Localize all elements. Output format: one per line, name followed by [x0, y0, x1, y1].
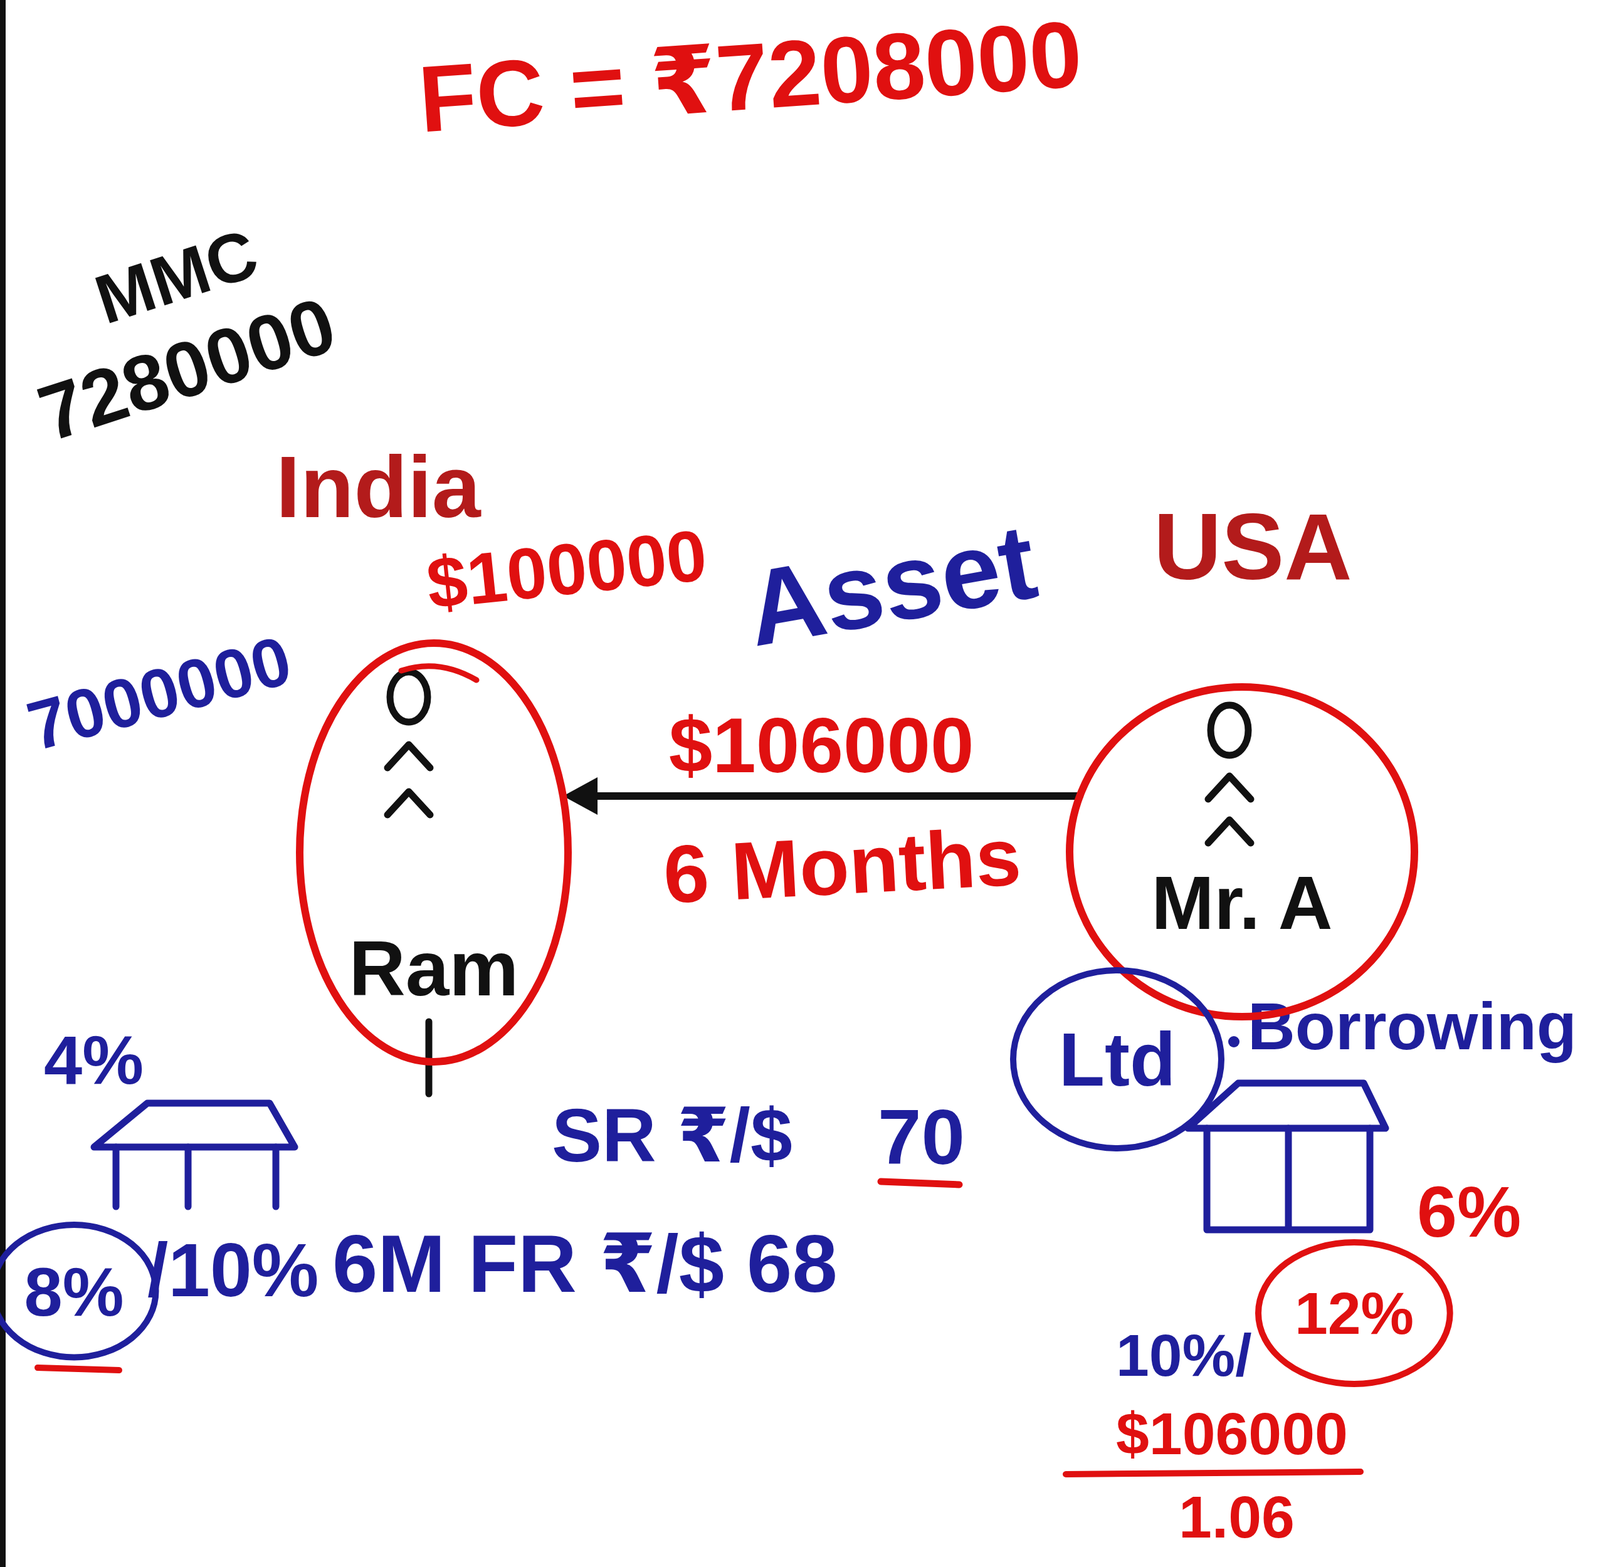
period-dot: [1228, 1036, 1240, 1048]
rate-note: /10%: [147, 1228, 320, 1312]
country-name: India: [275, 438, 481, 536]
circle-shape: [1258, 1242, 1451, 1385]
underline: [880, 1181, 960, 1185]
edge-label: $106000: [668, 702, 975, 789]
page-border: [0, 0, 6, 1567]
circled-word: Ltd: [1010, 967, 1225, 1152]
fraction-denominator: 1.06: [1178, 1484, 1295, 1551]
circle-shape: [1013, 970, 1222, 1149]
rate-note: 4%: [43, 1021, 144, 1098]
spot-rate-value: 70: [877, 1094, 965, 1181]
forward-cover-note: FC = ₹7208000: [415, 1, 1086, 152]
house-icon: [1188, 1083, 1386, 1231]
person-circle: Ram: [295, 639, 572, 1066]
node-label: Ltd: [1058, 1018, 1177, 1101]
spot-rate-label: SR ₹/$: [551, 1094, 793, 1177]
fraction-numerator: $106000: [1115, 1401, 1348, 1468]
asset-note: Asset: [737, 502, 1044, 669]
house-icon: [94, 1103, 295, 1207]
circle-shape: [299, 643, 569, 1063]
amount-note: 7000000: [20, 621, 300, 765]
node-label: Mr. A: [1151, 861, 1333, 945]
circled-rate: 12%: [1255, 1239, 1454, 1388]
arrow-line: [597, 792, 1080, 800]
forward-rate-note: 6M FR ₹/$ 68: [332, 1219, 838, 1310]
rate-note: 6%: [1416, 1172, 1522, 1253]
rate-note: 10%/: [1115, 1322, 1253, 1389]
mr-a-figure: [1208, 705, 1251, 844]
underline: [37, 1368, 120, 1371]
ram-figure: [387, 672, 431, 1095]
period-note: 6 Months: [661, 811, 1024, 921]
node-label: 8%: [24, 1253, 125, 1330]
fraction-bar: [1065, 1472, 1361, 1475]
ram-cap: [401, 666, 477, 681]
borrowing-note: Borrowing: [1247, 990, 1577, 1064]
circle-shape: [1069, 687, 1415, 1017]
country-name: USA: [1153, 495, 1353, 599]
node-label: Ram: [349, 925, 520, 1012]
circle-shape: [0, 1225, 156, 1358]
node-label: 12%: [1294, 1280, 1414, 1347]
circled-rate: 8%: [0, 1221, 159, 1362]
